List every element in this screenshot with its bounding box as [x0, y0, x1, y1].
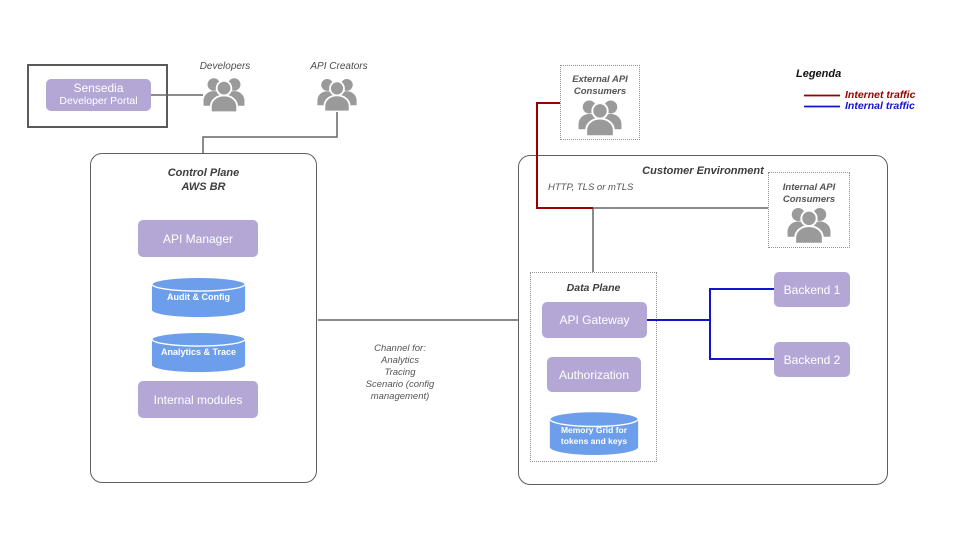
control-plane-title: Control Plane AWS BR — [167, 167, 240, 193]
legend-internal-label: Internal traffic — [845, 100, 915, 112]
external-api-consumers-icon — [577, 97, 623, 137]
legend-internet-label: Internet traffic — [845, 89, 916, 101]
data-plane-box: Data Plane — [530, 272, 657, 462]
authorization-node: Authorization — [547, 357, 641, 392]
sensedia-developer-portal-node: Sensedia Developer Portal — [46, 79, 151, 111]
legend-internet-line — [804, 94, 840, 97]
control-plane-box: Control Plane AWS BR — [90, 153, 317, 483]
data-plane-title: Data Plane — [566, 282, 621, 294]
legend-internal-line — [804, 105, 840, 108]
analytics-trace-cylinder: Analytics & Trace — [150, 331, 247, 373]
audit-config-label: Audit & Config — [167, 291, 230, 302]
legend-title: Legenda — [796, 68, 842, 80]
api-creators-icon — [316, 75, 358, 113]
backend2-node: Backend 2 — [774, 342, 850, 377]
external-api-consumers-title: External API Consumers — [572, 74, 628, 97]
connector-apicreators-controlplane — [202, 112, 338, 153]
internal-api-consumers-icon — [786, 204, 832, 245]
internal-api-consumers-title: Internal API Consumers — [782, 182, 836, 205]
sensedia-label: Sensedia — [73, 81, 124, 95]
channel-note: Channel for: Analytics Tracing Scenario … — [365, 343, 435, 402]
analytics-trace-label: Analytics & Trace — [160, 346, 237, 357]
customer-environment-title: Customer Environment — [642, 165, 764, 177]
developers-icon — [202, 75, 246, 113]
internal-modules-node: Internal modules — [138, 381, 258, 418]
developer-portal-label: Developer Portal — [59, 95, 138, 107]
api-gateway-node: API Gateway — [542, 302, 647, 338]
developers-label: Developers — [199, 61, 251, 72]
api-manager-node: API Manager — [138, 220, 258, 257]
api-creators-label: API Creators — [310, 61, 368, 72]
memory-grid-label: Memory Grid for tokens and keys — [560, 424, 628, 446]
memory-grid-cylinder: Memory Grid for tokens and keys — [548, 410, 640, 456]
backend1-node: Backend 1 — [774, 272, 850, 307]
audit-config-cylinder: Audit & Config — [150, 276, 247, 318]
protocol-label: HTTP, TLS or mTLS — [548, 182, 634, 193]
